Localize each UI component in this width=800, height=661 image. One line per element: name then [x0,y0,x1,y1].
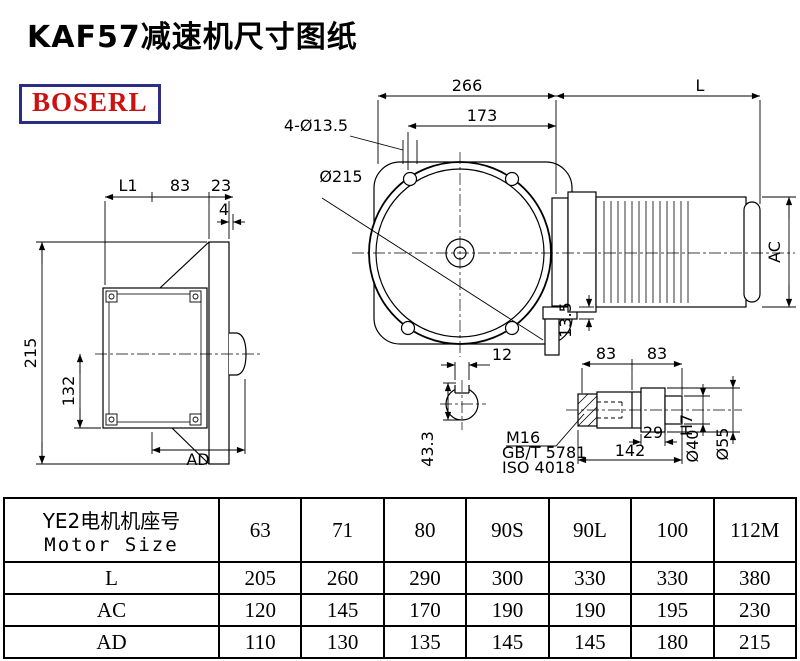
dim-label-266: 266 [452,76,483,95]
table-cell: 110 [217,625,303,659]
motor-fins [603,201,689,303]
motor-fan-cover [743,201,761,303]
table-row-AD: AD 110 130 135 145 145 180 215 [3,625,798,659]
table-cell: 205 [217,561,303,595]
bolt-hole [402,171,418,187]
row-label-L: L [3,561,220,595]
motor-body [595,196,747,308]
table-cell: 130 [300,625,385,659]
bolt-hole [400,320,416,336]
bolt-hole [504,171,520,187]
size-cell: 90S [465,497,550,563]
dim-label-215: 215 [21,338,40,369]
dim-label-142: 142 [615,441,646,460]
row-label-AC: AC [3,593,220,627]
standard-gb-label: GB/T 5781 [502,443,586,462]
dim-label-dia40: Ø40 [683,430,702,463]
table-cell: 230 [712,593,798,627]
table-header-row: YE2电机机座号 Motor Size 63 71 80 90S 90L 100… [3,497,798,563]
gearbox-body-inner [108,293,202,423]
table-cell: 195 [630,593,715,627]
size-cell: 90L [547,497,633,563]
table-cell: 215 [712,625,798,659]
table-row-AC: AC 120 145 170 190 190 195 230 [3,593,798,627]
dim-label-L: L [696,76,705,95]
dim-label-29: 29 [643,423,663,442]
dim-label-dia40-tolerance: H7 [677,414,696,436]
tapped-hole-hidden-lines [597,401,623,419]
motor-size-table: YE2电机机座号 Motor Size 63 71 80 90S 90L 100… [3,497,798,659]
thread-spec-label: M16 [506,428,540,447]
dim-label-23: 23 [211,176,231,195]
dim-label-dia55: Ø55 [713,428,732,461]
motor-flange [567,191,597,313]
corner-bolt-pads [105,290,202,426]
brand-logo: BOSERL [19,84,161,124]
size-cell: 100 [630,497,715,563]
motor-adapter [551,197,569,307]
dim-label-13-5: 13.5 [556,302,575,338]
mounting-foot [544,318,560,356]
table-cell: 145 [465,625,550,659]
motor-size-label-en: Motor Size [44,533,179,556]
dim-label-43-3: 43.3 [418,431,437,467]
table-cell: 290 [382,561,468,595]
table-cell: 120 [217,593,303,627]
table-cell: 145 [547,625,633,659]
dim-label-AC: AC [765,241,784,263]
dim-label-173: 173 [467,106,498,125]
bolt-hole [504,320,520,336]
table-cell: 330 [630,561,715,595]
standard-iso-label: ISO 4018 [502,458,575,477]
keyway [454,385,470,394]
dim-label-L1: L1 [118,176,137,195]
housing-taper-line [171,427,210,465]
size-cell: 63 [217,497,303,563]
table-cell: 135 [382,625,468,659]
table-cell: 300 [465,561,550,595]
motor-view [551,191,761,313]
table-cell: 260 [300,561,385,595]
flange-plate [208,241,230,465]
housing-taper-line [159,241,210,289]
dim-label-4: 4 [219,200,229,219]
side-view [102,241,247,465]
front-view [368,161,578,356]
technical-drawing: 266 L 173 4-Ø13.5 Ø215 L1 83 23 4 215 13… [21,76,796,477]
dim-label-132: 132 [59,376,78,407]
dim-label-83: 83 [170,176,190,195]
size-cell: 112M [712,497,798,563]
motor-size-label-cn: YE2电机机座号 [42,508,181,533]
table-cell: 330 [547,561,633,595]
table-cell: 170 [382,593,468,627]
table-cell: 190 [547,593,633,627]
row-label-AD: AD [3,625,220,659]
dimension-lines [36,92,796,465]
table-cell: 190 [465,593,550,627]
table-cell: 145 [300,593,385,627]
dim-label-83a: 83 [596,344,616,363]
table-row-L: L 205 260 290 300 330 330 380 [3,561,798,595]
dim-label-12: 12 [492,345,512,364]
size-cell: 71 [300,497,385,563]
page-title: KAF57减速机尺寸图纸 [27,20,358,55]
table-cell: 180 [630,625,715,659]
size-cell: 80 [382,497,468,563]
dim-label-AD: AD [186,450,209,469]
dim-label-83b: 83 [647,344,667,363]
dim-label-bolt-holes: 4-Ø13.5 [284,116,348,135]
motor-size-header-cell: YE2电机机座号 Motor Size [3,497,220,563]
table-cell: 380 [712,561,798,595]
dim-label-dia215: Ø215 [319,167,362,186]
